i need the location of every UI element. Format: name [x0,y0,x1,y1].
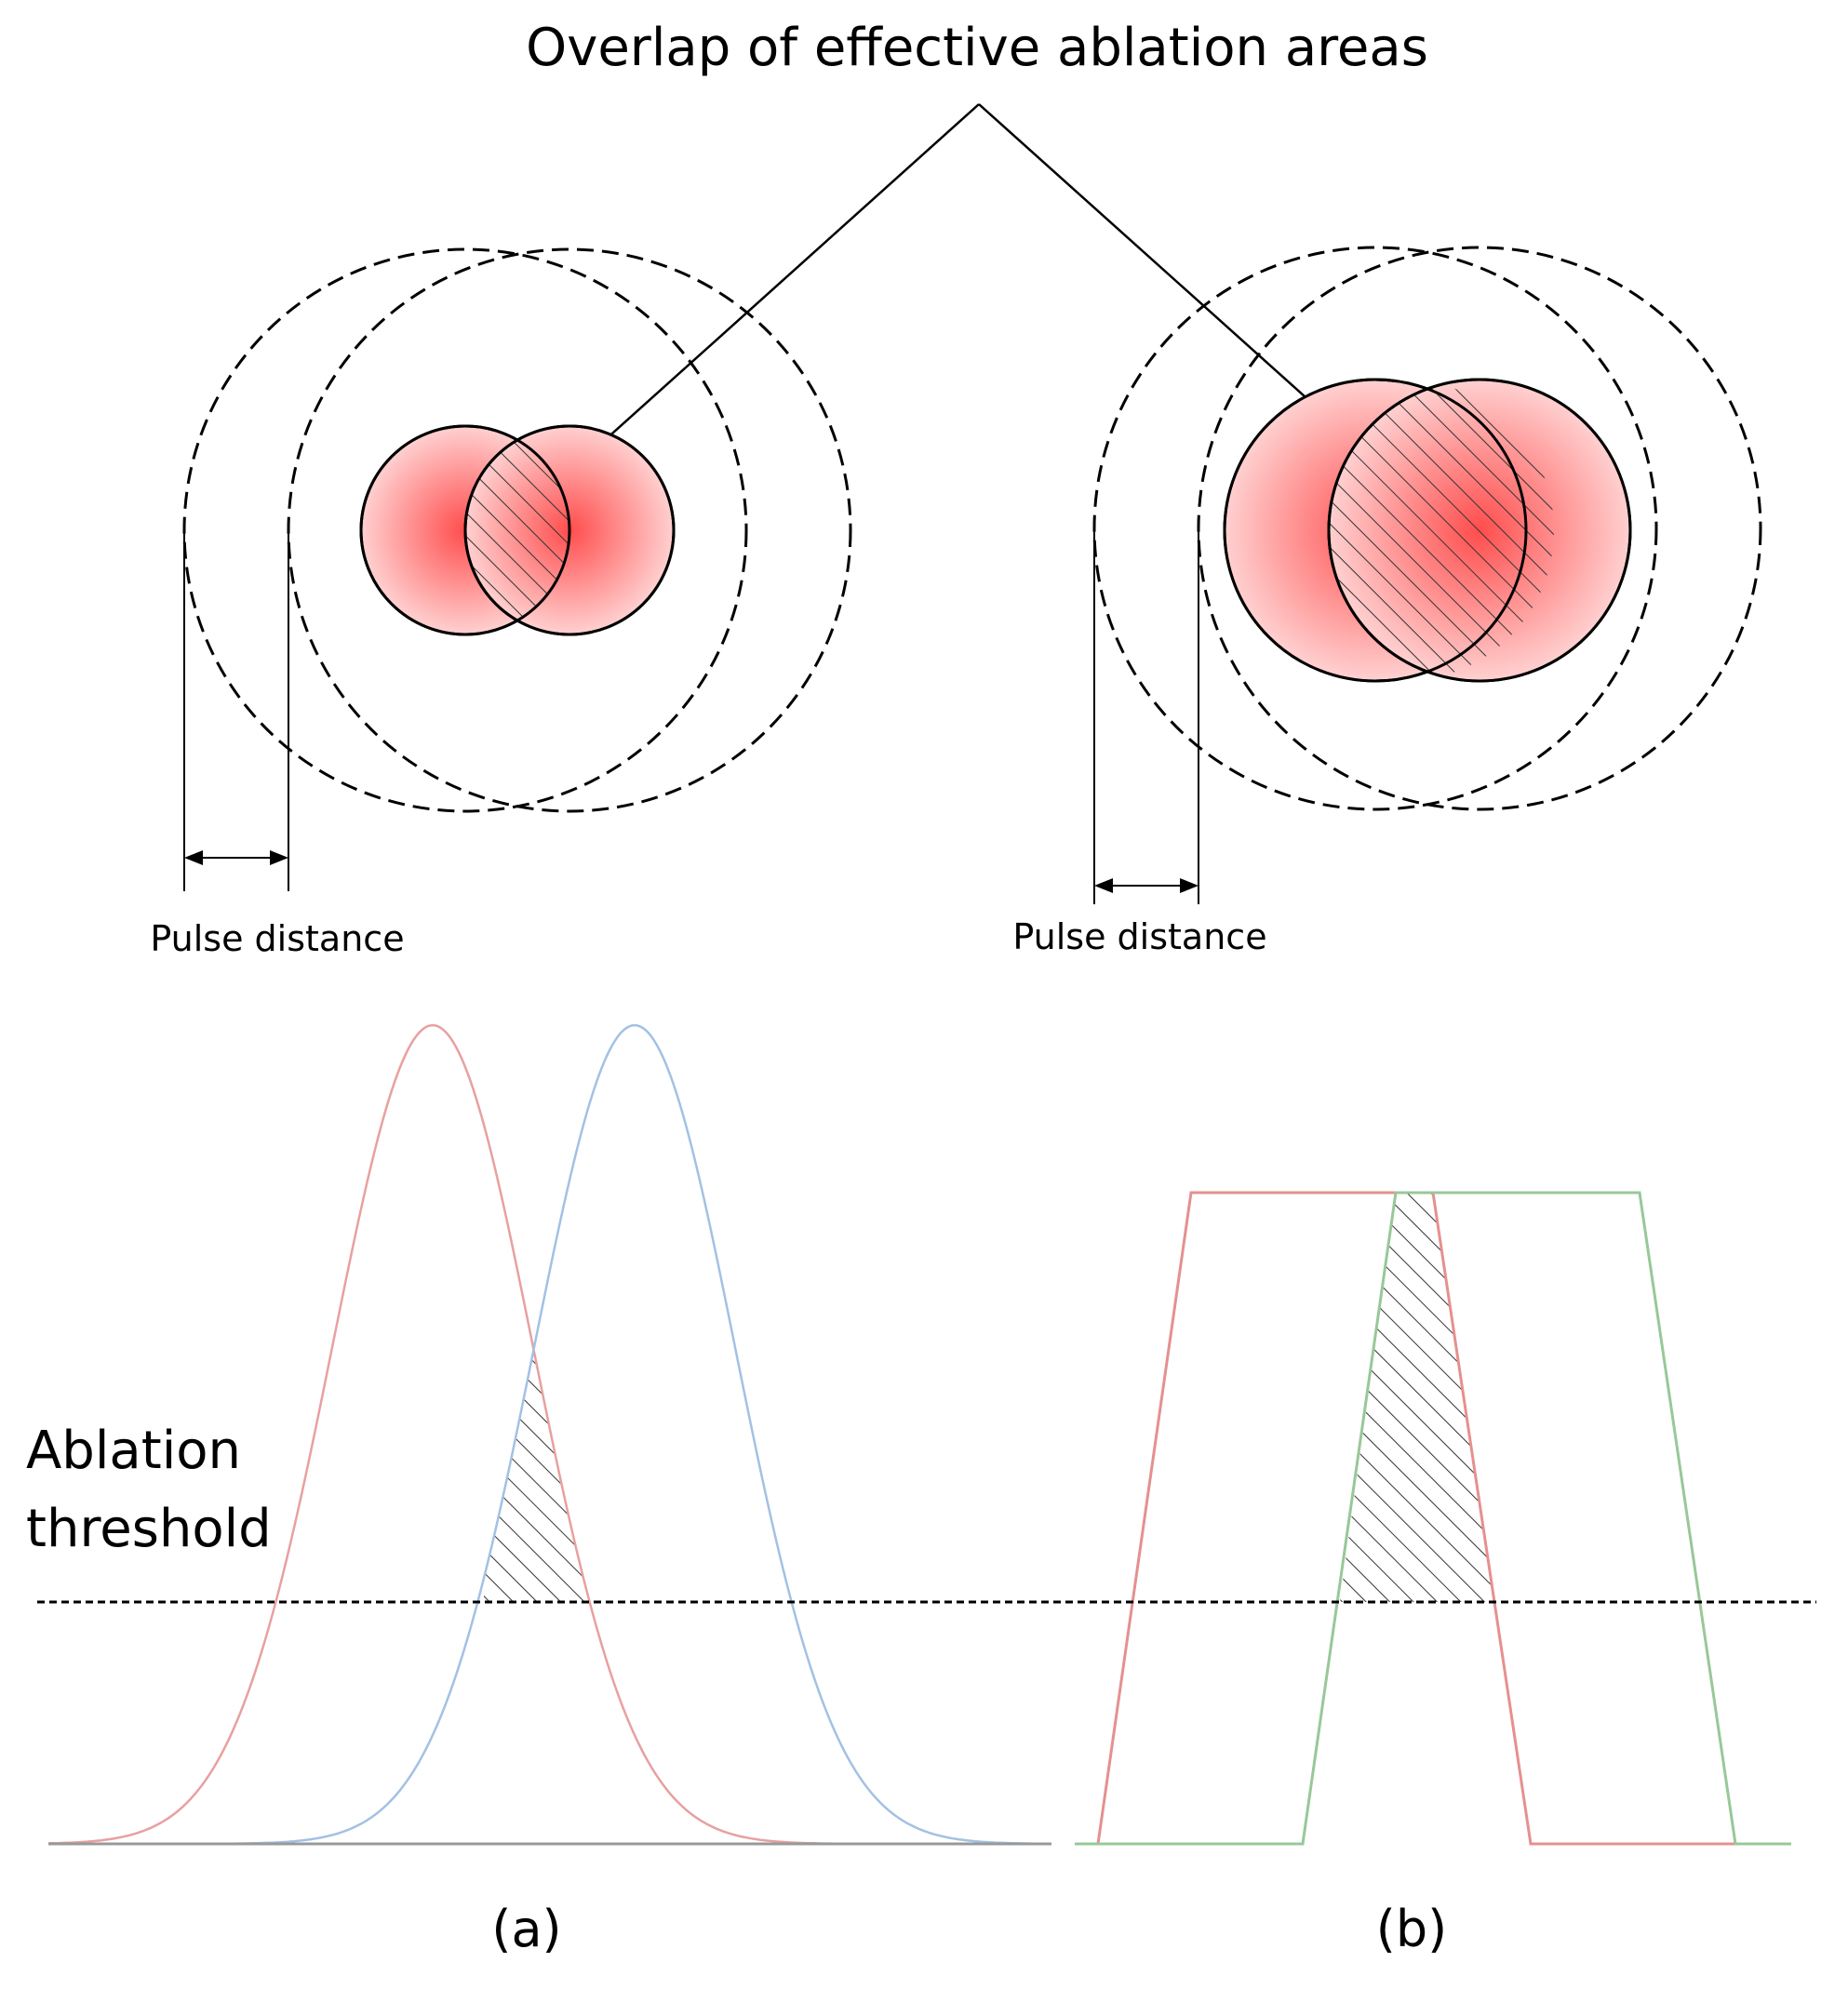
ablation-threshold-label-line2: threshold [26,1499,272,1559]
ablation-threshold-label-line1: Ablation [26,1421,241,1481]
profiles: Ablation threshold (a) (b) [26,1023,1816,1958]
flat-top-pulse-2-curve [1075,1191,1791,1846]
gaussian-overlap-hatch [484,1352,584,1602]
overlap-title: Overlap of effective ablation areas [526,18,1428,78]
spots-panel-b: Pulse distance [1012,246,1762,957]
flat-top-overlap-hatch [1340,1193,1493,1602]
overlap-hatch-b [1329,380,1554,681]
spots-panel-a: Pulse distance [150,247,852,959]
overlap-hatch-a [465,426,569,634]
pulse-distance-label-b: Pulse distance [1012,916,1266,957]
panel-label-b: (b) [1376,1900,1447,1958]
panel-label-a: (a) [491,1900,561,1958]
pulse-distance-label-a: Pulse distance [150,918,404,959]
